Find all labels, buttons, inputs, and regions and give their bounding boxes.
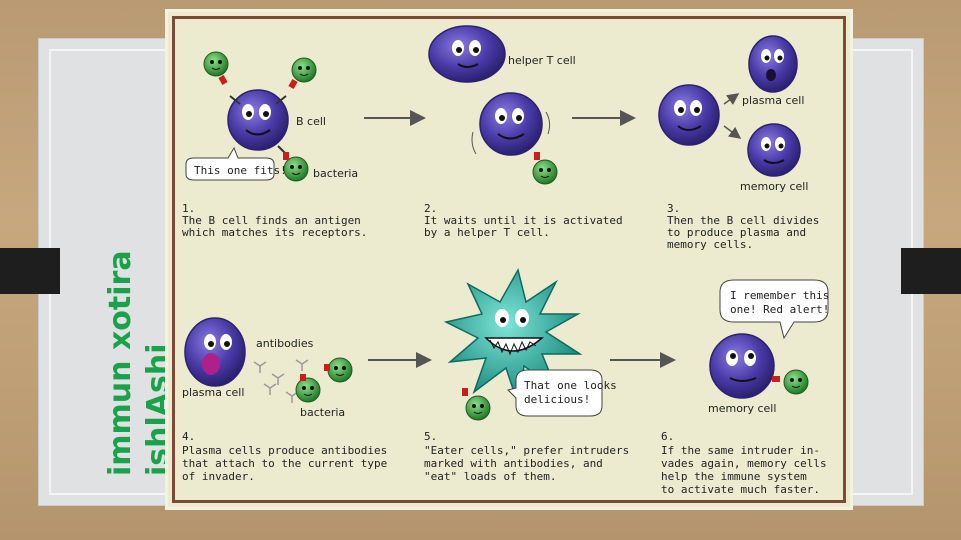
svg-text:That one looks: That one looks <box>524 379 617 392</box>
this-one-fits-bubble: This one fits! <box>185 146 287 181</box>
helper-t-cell-label: helper T cell <box>508 54 576 67</box>
bacteria-label: bacteria <box>300 406 345 419</box>
b-cell-icon <box>227 89 289 151</box>
svg-text:The B cell finds an antigen: The B cell finds an antigen <box>182 214 361 227</box>
step-6-text: 6. If the same intruder in- vades again,… <box>661 430 827 496</box>
svg-text:of invader.: of invader. <box>182 470 255 483</box>
svg-text:help the immune system: help the immune system <box>661 470 807 483</box>
svg-text:This one fits!: This one fits! <box>194 164 287 177</box>
i-remember-bubble: I remember this one! Red alert! <box>719 279 829 340</box>
plasma-cell-label: plasma cell <box>742 94 804 107</box>
dividing-b-cell-icon <box>658 84 720 146</box>
title-line-1: immun xotira <box>103 250 138 476</box>
plasma-cell-icon <box>184 317 246 387</box>
immune-memory-diagram: B cell bacteria This one fits! 1. The B … <box>168 12 850 507</box>
activated-b-cell-icon <box>471 92 551 156</box>
step-3-text: 3. Then the B cell divides to produce pl… <box>667 202 819 251</box>
bacteria-icon <box>203 51 229 85</box>
svg-text:by a helper T cell.: by a helper T cell. <box>424 226 550 239</box>
svg-text:"eat" loads of them.: "eat" loads of them. <box>424 470 556 483</box>
memory-cell-label: memory cell <box>708 402 776 415</box>
svg-text:marked with antibodies, and: marked with antibodies, and <box>424 457 603 470</box>
svg-text:2.: 2. <box>424 202 437 215</box>
step-5-text: 5. "Eater cells," prefer intruders marke… <box>424 430 629 483</box>
bacteria-icon <box>462 388 491 421</box>
step-4-text: 4. Plasma cells produce antibodies that … <box>182 430 387 483</box>
svg-text:Then the B cell divides: Then the B cell divides <box>667 214 819 227</box>
helper-t-cell-icon <box>428 25 506 83</box>
svg-text:5.: 5. <box>424 430 437 443</box>
svg-text:4.: 4. <box>182 430 195 443</box>
svg-text:which matches its receptors.: which matches its receptors. <box>182 226 367 239</box>
diagram-svg: B cell bacteria This one fits! 1. The B … <box>182 25 829 496</box>
slide-title: immun xotira ishlAshi <box>102 250 178 476</box>
plasma-cell-label: plasma cell <box>182 386 244 399</box>
svg-text:one! Red alert!: one! Red alert! <box>730 303 829 316</box>
panel-5: That one looks delicious! 5. "Eater cell… <box>424 267 629 483</box>
panel-2: helper T cell 2. It waits until it is ac… <box>424 25 623 239</box>
b-cell-label: B cell <box>296 115 326 128</box>
svg-text:It waits until it is activated: It waits until it is activated <box>424 214 623 227</box>
step-1-text: 1. The B cell finds an antigen which mat… <box>182 202 367 239</box>
memory-cell-icon <box>747 123 801 177</box>
that-one-looks-delicious-bubble: That one looks delicious! <box>507 369 617 417</box>
svg-text:delicious!: delicious! <box>524 393 590 406</box>
panel-1: B cell bacteria This one fits! 1. The B … <box>182 51 367 239</box>
svg-text:to activate much faster.: to activate much faster. <box>661 483 820 496</box>
step-2-text: 2. It waits until it is activated by a h… <box>424 202 623 239</box>
svg-text:Plasma cells produce antibodie: Plasma cells produce antibodies <box>182 444 387 457</box>
svg-text:to produce plasma and: to produce plasma and <box>667 226 806 239</box>
svg-text:that attach to the current typ: that attach to the current type <box>182 457 387 470</box>
bacteria-icon <box>532 152 558 185</box>
plasma-cell-icon <box>748 35 798 93</box>
svg-text:If the same intruder in-: If the same intruder in- <box>661 444 820 457</box>
svg-text:memory cells.: memory cells. <box>667 238 753 251</box>
svg-text:I remember this: I remember this <box>730 289 829 302</box>
right-dark-bar <box>901 248 961 294</box>
antibodies-label: antibodies <box>256 337 314 350</box>
antibodies-icon <box>253 359 309 403</box>
panel-6: I remember this one! Red alert! memory c… <box>661 279 829 496</box>
memory-cell-icon <box>709 333 775 399</box>
svg-text:vades again, memory cells: vades again, memory cells <box>661 457 827 470</box>
left-dark-bar <box>0 248 60 294</box>
panel-4: plasma cell antibodies bacter <box>182 317 387 483</box>
bacteria-icon <box>295 374 321 403</box>
bacteria-icon <box>283 152 309 182</box>
svg-text:3.: 3. <box>667 202 680 215</box>
bacteria-icon <box>324 357 353 383</box>
bacteria-label: bacteria <box>313 167 358 180</box>
memory-cell-label: memory cell <box>740 180 808 193</box>
svg-text:6.: 6. <box>661 430 674 443</box>
svg-text:1.: 1. <box>182 202 195 215</box>
panel-3: plasma cell memory cell 3. Then the B ce… <box>658 35 819 251</box>
bacteria-icon <box>288 57 317 89</box>
svg-text:"Eater cells," prefer intruder: "Eater cells," prefer intruders <box>424 444 629 457</box>
bacteria-icon <box>772 369 809 395</box>
